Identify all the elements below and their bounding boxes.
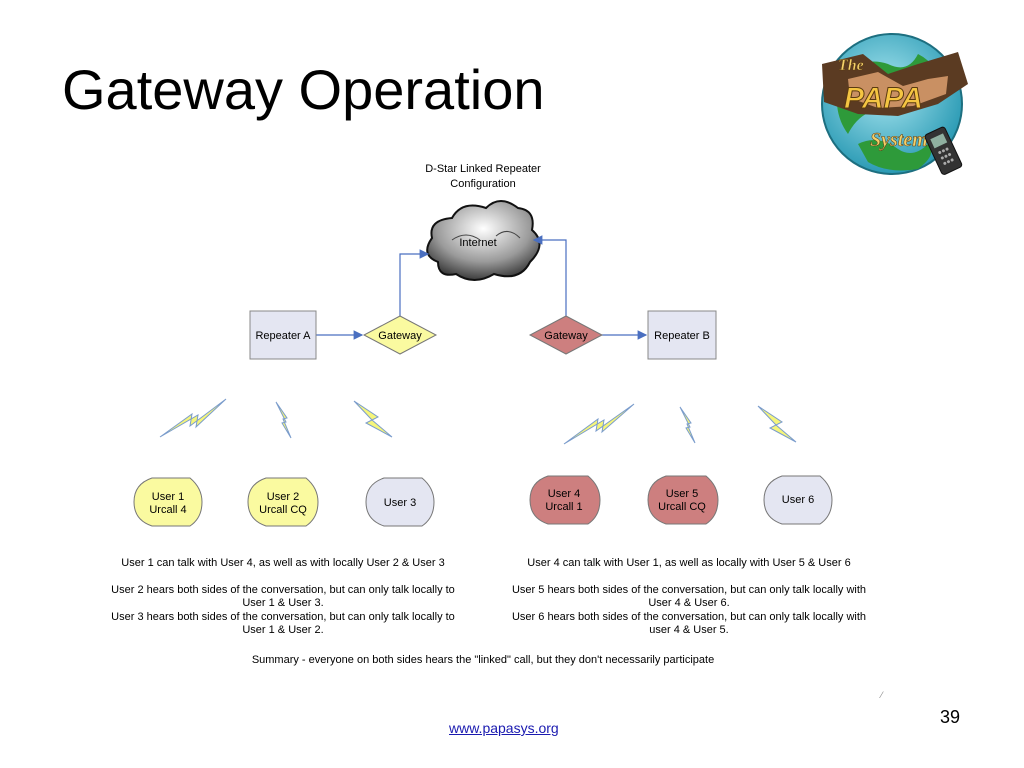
user-1-name: User 1 (152, 491, 184, 503)
lightning-bolt-icon (563, 403, 635, 445)
user-4: User 4 Urcall 1 (529, 475, 601, 525)
logo-text-papa: PAPA (844, 82, 923, 115)
note-user-6-line2: user 4 & User 5. (649, 624, 729, 636)
diagram-title-line2: Configuration (450, 178, 515, 190)
user-1-urcall: Urcall 4 (149, 504, 186, 516)
user-3: User 3 (365, 477, 435, 527)
logo-text-the: The (838, 57, 864, 74)
note-user-2-line2: User 1 & User 3. (242, 597, 324, 609)
gateway-a: Gateway (362, 315, 438, 355)
user-2-name: User 2 (267, 491, 299, 503)
user-2: User 2 Urcall CQ (247, 477, 319, 527)
lightning-bolt-icon (679, 406, 696, 444)
handshake-icon (822, 52, 968, 116)
lightning-bolt-icon (159, 398, 227, 438)
user-4-urcall: Urcall 1 (545, 501, 582, 513)
note-user-3-line2: User 1 & User 2. (242, 624, 324, 636)
note-user-2-line1: User 2 hears both sides of the conversat… (111, 583, 455, 596)
handheld-radio-icon (924, 126, 963, 175)
user-4-name: User 4 (548, 488, 580, 500)
gateway-b: Gateway (528, 315, 604, 355)
note-user-6-line1: User 6 hears both sides of the conversat… (511, 610, 867, 623)
user-5: User 5 Urcall CQ (647, 475, 719, 525)
note-user-1: User 1 can talk with User 4, as well as … (121, 557, 445, 569)
repeater-a-label: Repeater A (255, 330, 311, 342)
repeater-b-label: Repeater B (654, 330, 710, 342)
note-user-3-line1: User 3 hears both sides of the conversat… (111, 610, 455, 623)
internet-cloud: Internet (426, 200, 541, 281)
gateway-b-label: Gateway (544, 330, 588, 342)
slide-title: Gateway Operation (62, 58, 545, 121)
lightning-bolt-icon (353, 400, 393, 438)
note-user-4: User 4 can talk with User 1, as well as … (527, 557, 851, 569)
user-6-name: User 6 (782, 494, 814, 506)
summary-text: Summary - everyone on both sides hears t… (251, 654, 715, 666)
note-user-5-line2: User 4 & User 6. (648, 597, 730, 609)
user-2-urcall: Urcall CQ (259, 504, 307, 516)
lightning-bolts (159, 398, 797, 445)
user-6: User 6 (763, 475, 833, 525)
lightning-bolt-icon (757, 405, 797, 443)
note-user-5-line1: User 5 hears both sides of the conversat… (511, 583, 867, 596)
user-5-urcall: Urcall CQ (658, 501, 706, 513)
user-1: User 1 Urcall 4 (133, 477, 203, 527)
decorative-tick-mark: ⁄ (881, 690, 883, 700)
left-notes: User 1 can talk with User 4, as well as … (96, 557, 470, 638)
connectors (316, 235, 648, 340)
repeater-b: Repeater B (647, 310, 717, 360)
page-number: 39 (940, 707, 961, 727)
lightning-bolt-icon (275, 401, 292, 439)
papa-system-logo: The PAPA System (821, 33, 968, 175)
diagram-title-line1: D-Star Linked Repeater (425, 163, 541, 175)
right-notes: User 4 can talk with User 1, as well as … (496, 557, 882, 638)
logo-text-system: System (870, 129, 928, 151)
user-3-name: User 3 (384, 497, 416, 509)
repeater-a: Repeater A (249, 310, 317, 360)
footer-link[interactable]: www.papasys.org (449, 720, 559, 736)
user-5-name: User 5 (666, 488, 698, 500)
gateway-a-label: Gateway (378, 330, 422, 342)
internet-label: Internet (459, 237, 496, 249)
